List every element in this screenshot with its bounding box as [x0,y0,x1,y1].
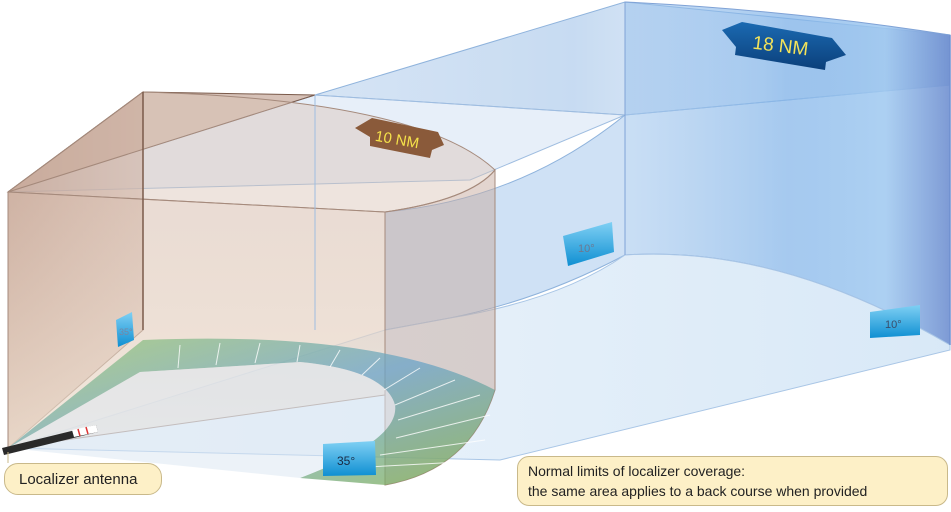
angle-tag-narrow-right: 10° [870,305,920,338]
coverage-note-line1: Normal limits of localizer coverage: [528,463,746,479]
angle-label-narrow-left: 10° [578,243,595,255]
coverage-note: Normal limits of localizer coverage: the… [517,456,948,506]
range-tag-10nm: 10 NM [355,118,444,158]
angle-label-wide-left: 35° [119,327,133,337]
localizer-antenna [2,425,98,455]
angle-label-wide-front: 35° [337,454,355,468]
angle-label-narrow-right: 10° [885,319,902,331]
coverage-note-line2: the same area applies to a back course w… [528,483,868,499]
angle-tag-wide-front: 35° [323,441,376,476]
angle-tag-wide-left: 35° [116,312,134,347]
range-tag-18nm: 18 NM [722,22,846,70]
ground-inner-floor [8,362,396,478]
antenna-callout: Localizer antenna [4,463,162,495]
antenna-callout-text: Localizer antenna [19,471,138,488]
angle-tag-narrow-left: 10° [563,222,614,266]
